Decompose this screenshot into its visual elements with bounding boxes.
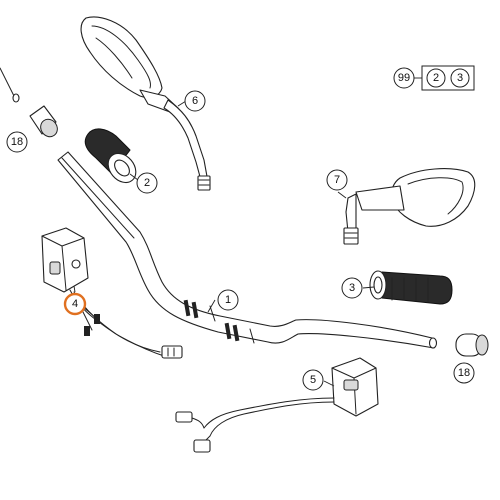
callout-label: 18 xyxy=(458,367,470,379)
leader-7 xyxy=(337,191,347,199)
leader-3 xyxy=(362,286,375,289)
callout-3[interactable]: 3 xyxy=(341,277,363,299)
kit-reference[interactable]: 99 2 3 xyxy=(393,65,475,91)
left-grip[interactable] xyxy=(84,128,141,188)
callout-6[interactable]: 6 xyxy=(184,90,206,112)
callout-18-right[interactable]: 18 xyxy=(453,362,475,384)
callout-label: 4 xyxy=(72,298,78,310)
right-switch[interactable] xyxy=(175,357,379,453)
callout-label: 5 xyxy=(310,374,316,386)
leader-1 xyxy=(207,299,216,313)
callout-label: 2 xyxy=(144,177,150,189)
callout-label: 6 xyxy=(192,95,198,107)
callout-label: 7 xyxy=(334,174,340,186)
kit-item-2[interactable]: 2 xyxy=(426,68,446,88)
leader-2 xyxy=(129,173,139,181)
kit-item-label: 3 xyxy=(457,72,463,84)
left-switch[interactable] xyxy=(41,227,183,359)
callout-label: 3 xyxy=(349,282,355,294)
left-bar-end[interactable] xyxy=(29,105,61,140)
leader-4 xyxy=(73,285,76,293)
callout-label: 1 xyxy=(225,294,231,306)
right-bar-end[interactable] xyxy=(455,333,489,357)
right-mirror[interactable] xyxy=(343,168,476,245)
kit-item-label: 2 xyxy=(433,72,439,84)
callout-4[interactable]: 4 xyxy=(63,292,87,316)
handlebar[interactable] xyxy=(57,151,438,349)
left-mirror[interactable] xyxy=(80,16,211,191)
callout-7[interactable]: 7 xyxy=(326,169,348,191)
bolt[interactable] xyxy=(0,67,20,103)
kit-item-3[interactable]: 3 xyxy=(450,68,470,88)
kit-label: 99 xyxy=(398,72,410,84)
leader-5 xyxy=(323,380,335,387)
callout-label: 18 xyxy=(11,136,23,148)
callout-18-left[interactable]: 18 xyxy=(6,131,28,153)
callout-1[interactable]: 1 xyxy=(217,289,239,311)
right-grip[interactable] xyxy=(369,270,453,305)
callout-5[interactable]: 5 xyxy=(302,369,324,391)
callout-2[interactable]: 2 xyxy=(136,172,158,194)
kit-callout-99[interactable]: 99 xyxy=(393,67,415,89)
